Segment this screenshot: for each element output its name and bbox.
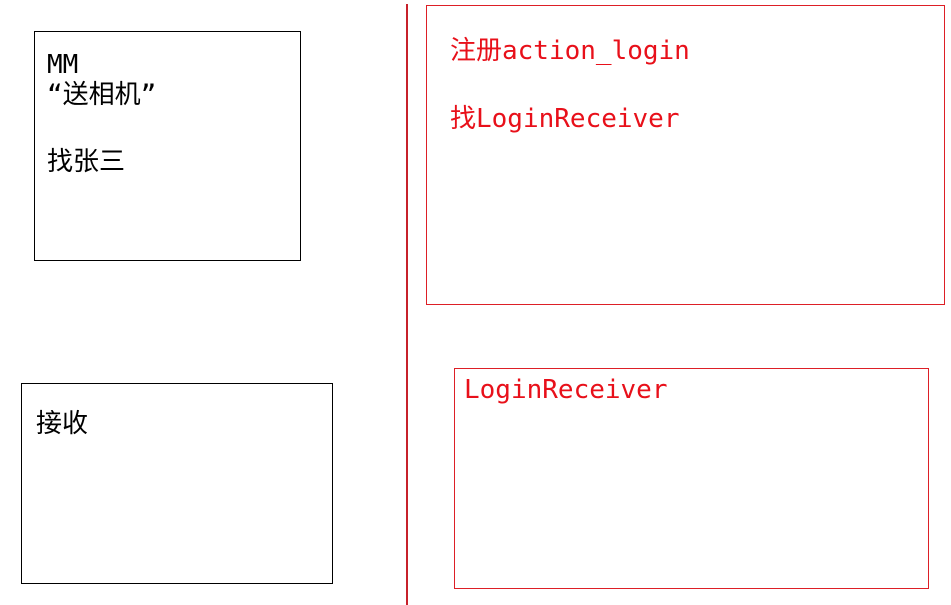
find-login-receiver-text: 找LoginReceiver — [450, 104, 680, 134]
register-action-text: 注册action_login — [450, 36, 690, 66]
register-box: 注册action_login 找LoginReceiver — [426, 5, 945, 305]
find-zhangsan-text: 找张三 — [47, 147, 126, 177]
receive-text: 接收 — [36, 409, 89, 439]
receiver-box: 接收 — [21, 383, 333, 584]
send-camera-text: “送相机” — [47, 80, 157, 110]
vertical-divider-line — [406, 4, 408, 605]
login-receiver-box: LoginReceiver — [454, 368, 929, 589]
sender-box: MM “送相机” 找张三 — [34, 31, 301, 261]
sender-label: MM — [47, 50, 79, 80]
login-receiver-text: LoginReceiver — [464, 375, 668, 405]
